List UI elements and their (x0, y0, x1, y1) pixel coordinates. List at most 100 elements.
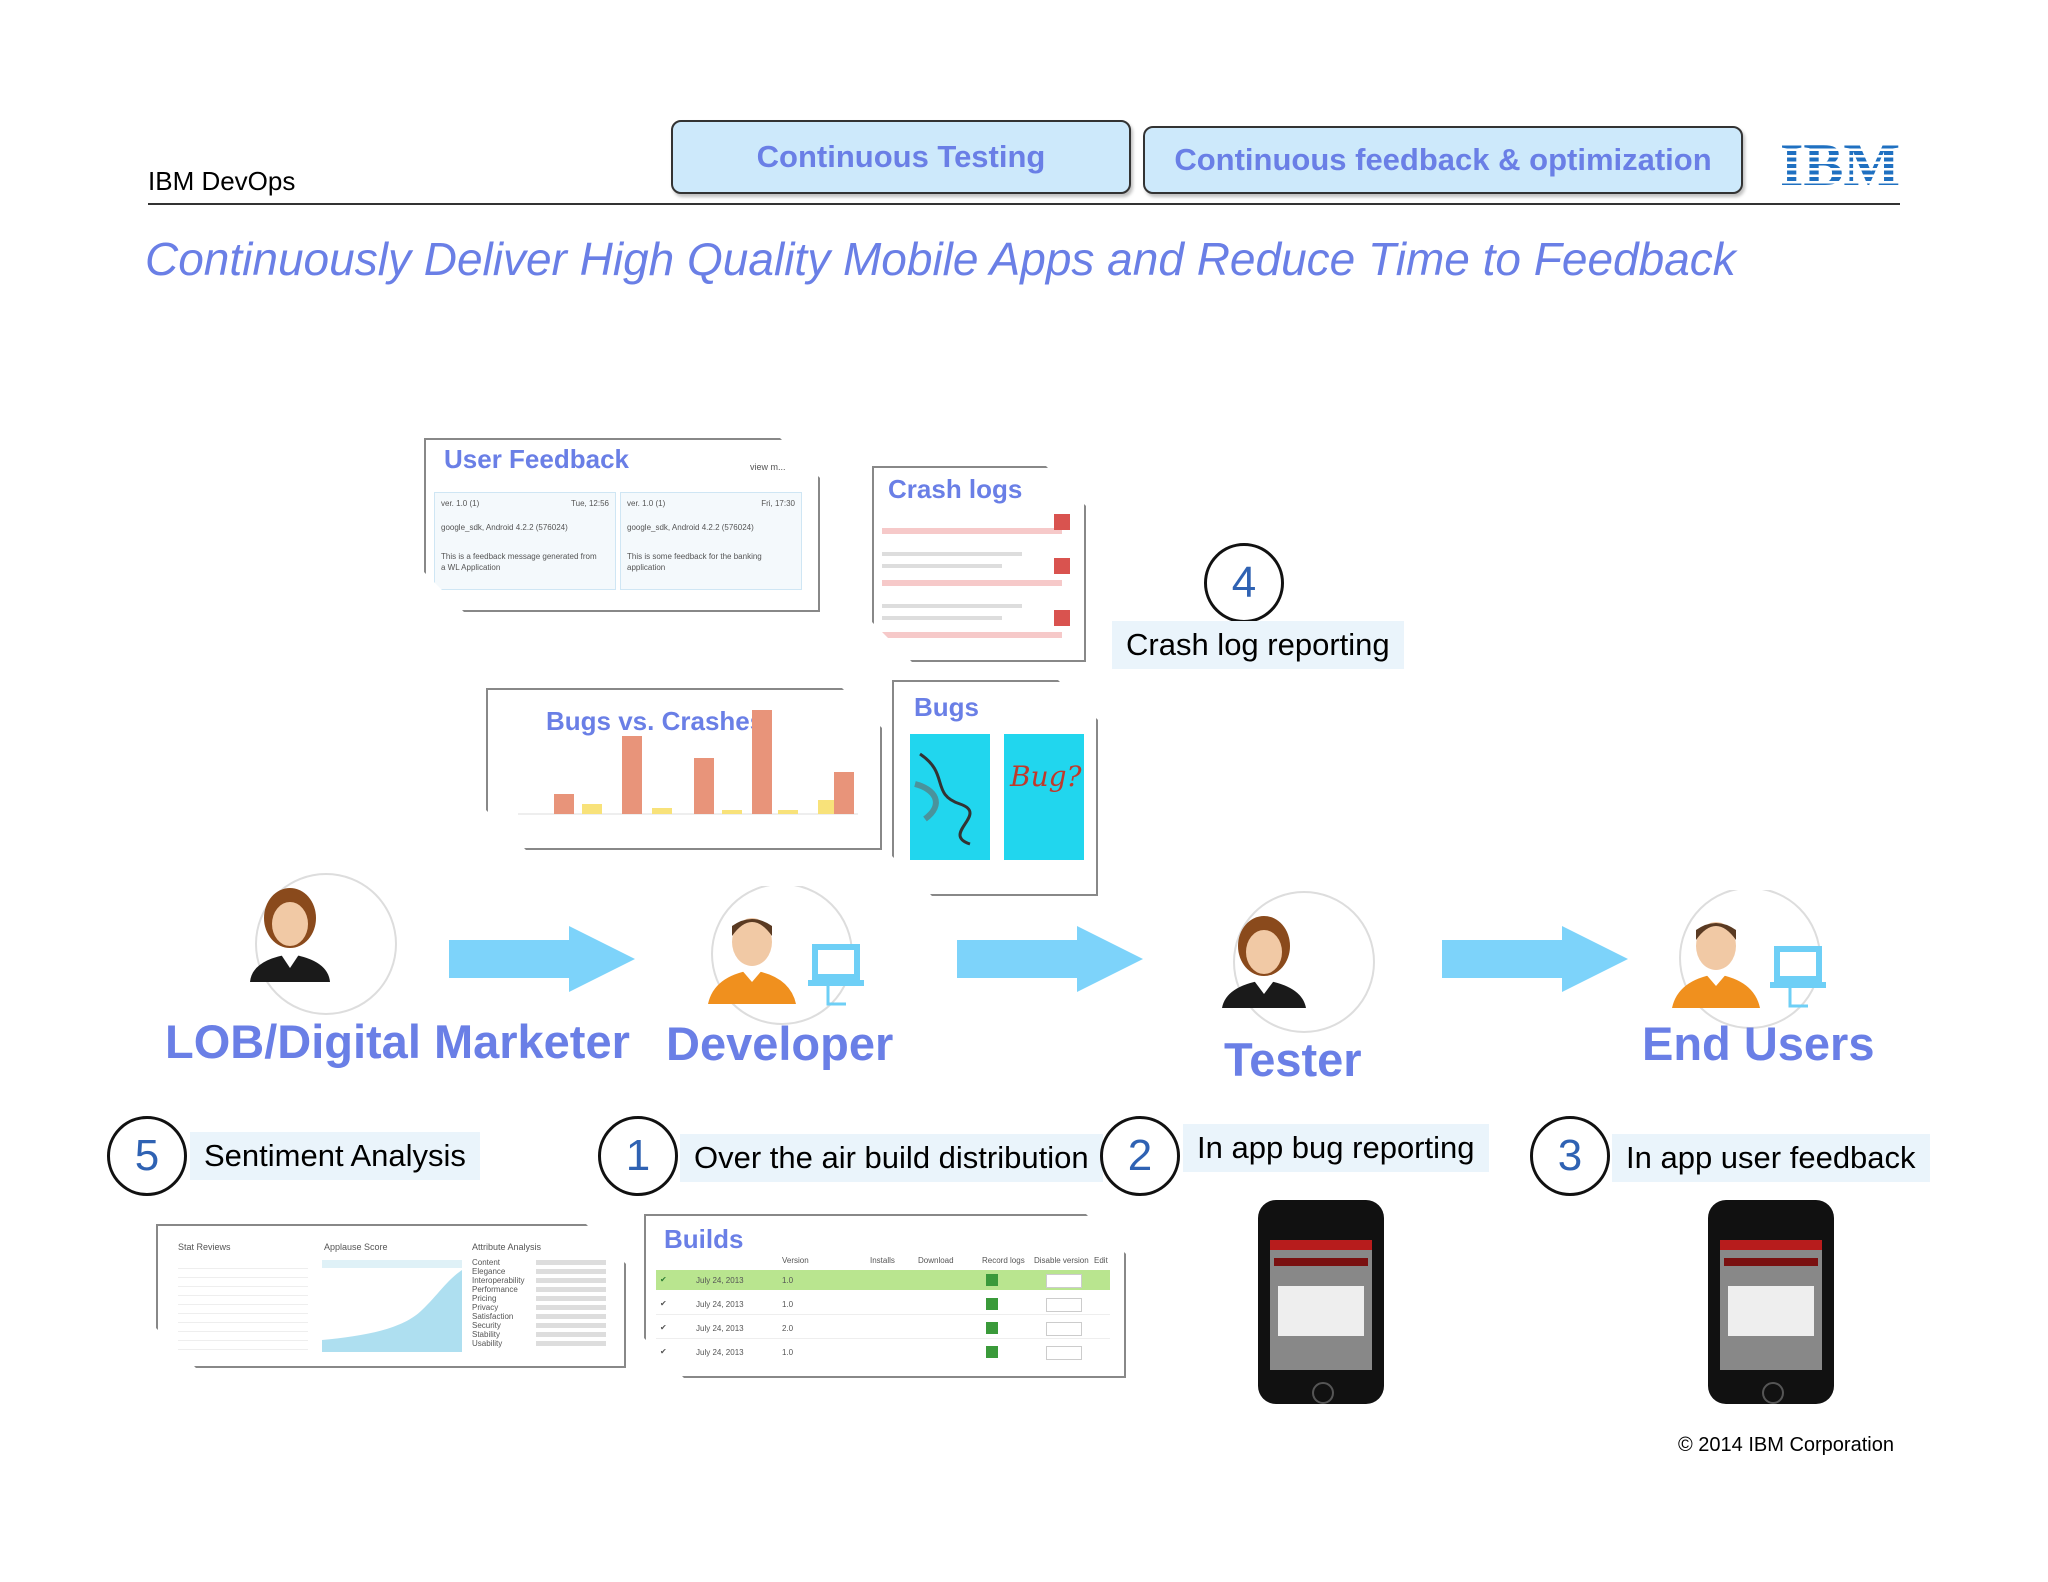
crash-bar (554, 794, 574, 814)
feedback-version: ver. 1.0 (1) (627, 499, 666, 508)
builds-header-record-logs: Record logs (982, 1256, 1025, 1265)
marketer-avatar (250, 873, 397, 1015)
home-button (1312, 1382, 1334, 1404)
phone-app-bar (1270, 1240, 1372, 1250)
step-5-badge: 5 (107, 1116, 187, 1196)
feedback-message: This is some feedback for the banking ap… (627, 552, 762, 572)
feedback-time: Tue, 12:56 (571, 499, 609, 508)
header-rule (148, 203, 1900, 205)
end-user-phone (1708, 1200, 1834, 1404)
step-4-badge: 4 (1204, 543, 1284, 623)
phone-dialog (1278, 1286, 1364, 1336)
attribute-item: Stability (472, 1330, 501, 1339)
table-row[interactable]: ✔ July 24, 2013 2.0 (656, 1318, 1110, 1339)
builds-title: Builds (664, 1224, 744, 1254)
disable-button[interactable] (1046, 1298, 1082, 1312)
bug-screenshot (910, 734, 990, 860)
crash-log-row (882, 564, 1002, 568)
step-4-number: 4 (1231, 558, 1257, 607)
end-users-avatar (1672, 890, 1826, 1029)
feedback-entry: ver. 1.0 (1) Fri, 17:30 google_sdk, Andr… (620, 492, 802, 590)
step-4-label: Crash log reporting (1112, 621, 1404, 669)
attribute-analysis-header: Attribute Analysis (472, 1242, 542, 1252)
attribute-item: Pricing (472, 1294, 497, 1303)
attribute-item: Interoperability (472, 1276, 525, 1285)
record-logs-toggle[interactable] (986, 1274, 998, 1286)
row-version: 1.0 (782, 1348, 794, 1357)
feedback-device: google_sdk, Android 4.2.2 (576024) (627, 523, 754, 532)
step-5-number: 5 (134, 1131, 160, 1180)
tester-label: Tester (1224, 1033, 1362, 1086)
brand-label: IBM DevOps (148, 166, 296, 196)
builds-header-version: Version (782, 1256, 809, 1265)
phone-screen (1720, 1240, 1822, 1370)
bug-bar (722, 810, 742, 814)
table-row[interactable]: ✔ July 24, 2013 1.0 (656, 1270, 1110, 1290)
row-check-icon: ✔ (660, 1347, 667, 1356)
crash-log-icon (1054, 514, 1070, 530)
step-2-number: 2 (1127, 1131, 1153, 1180)
arrow-right-icon (957, 926, 1143, 992)
phone-dialog (1728, 1286, 1814, 1336)
attribute-analysis-list: Content Elegance Interoperability Perfor… (472, 1258, 612, 1354)
home-button (1762, 1382, 1784, 1404)
crash-log-row (882, 604, 1022, 608)
continuous-testing-pill: Continuous Testing (671, 120, 1131, 194)
row-date: July 24, 2013 (696, 1300, 744, 1309)
crash-logs-card: Crash logs (872, 466, 1086, 662)
row-check-icon: ✔ (660, 1275, 667, 1284)
step-3-label: In app user feedback (1612, 1134, 1930, 1182)
record-logs-toggle[interactable] (986, 1346, 998, 1358)
row-check-icon: ✔ (660, 1299, 667, 1308)
row-version: 1.0 (782, 1300, 794, 1309)
attribute-item: Privacy (472, 1303, 499, 1312)
continuous-feedback-label: Continuous feedback & optimization (1174, 142, 1712, 177)
table-row[interactable]: ✔ July 24, 2013 1.0 (656, 1342, 1110, 1362)
end-users-label: End Users (1642, 1017, 1875, 1070)
row-version: 2.0 (782, 1324, 794, 1333)
step-3-badge: 3 (1530, 1116, 1610, 1196)
disable-button[interactable] (1046, 1274, 1082, 1288)
continuous-feedback-pill: Continuous feedback & optimization (1143, 126, 1743, 194)
stat-reviews-table (178, 1260, 308, 1350)
phone-app-header (1724, 1258, 1818, 1266)
marketer-label: LOB/Digital Marketer (165, 1015, 630, 1068)
crash-log-row (882, 580, 1062, 586)
developer-label: Developer (666, 1017, 894, 1070)
ibm-logo-text: IBM (1780, 138, 1900, 190)
crash-bar (622, 736, 642, 814)
feedback-version: ver. 1.0 (1) (441, 499, 480, 508)
applause-score-header: Applause Score (324, 1242, 388, 1252)
view-more-link[interactable]: view m... (750, 462, 786, 472)
attribute-item: Security (472, 1321, 501, 1330)
bugs-vs-crashes-title: Bugs vs. Crashes (546, 706, 765, 736)
attribute-item: Content (472, 1258, 501, 1267)
crash-log-icon (1054, 558, 1070, 574)
feedback-device: google_sdk, Android 4.2.2 (576024) (441, 523, 568, 532)
step-5-label: Sentiment Analysis (190, 1132, 480, 1180)
builds-header-edit: Edit (1094, 1256, 1108, 1265)
phone-app-header (1274, 1258, 1368, 1266)
disable-button[interactable] (1046, 1346, 1082, 1360)
feedback-entry: ver. 1.0 (1) Tue, 12:56 google_sdk, Andr… (434, 492, 616, 590)
stat-reviews-header: Stat Reviews (178, 1242, 231, 1252)
feedback-message: This is a feedback message generated fro… (441, 552, 597, 572)
step-1-number: 1 (625, 1131, 651, 1180)
record-logs-toggle[interactable] (986, 1322, 998, 1334)
disable-button[interactable] (1046, 1322, 1082, 1336)
record-logs-toggle[interactable] (986, 1298, 998, 1310)
crash-log-icon (1054, 610, 1070, 626)
crash-bar (694, 758, 714, 814)
builds-header-disable: Disable version (1034, 1256, 1089, 1265)
tester-avatar (1222, 891, 1375, 1033)
table-row[interactable]: ✔ July 24, 2013 1.0 (656, 1294, 1110, 1315)
tester-phone (1258, 1200, 1384, 1404)
crash-bar (834, 772, 854, 814)
crash-log-row (882, 552, 1022, 556)
row-check-icon: ✔ (660, 1323, 667, 1332)
step-2-label: In app bug reporting (1183, 1124, 1489, 1172)
developer-avatar (708, 886, 864, 1025)
row-version: 1.0 (782, 1276, 794, 1285)
bug-bar (818, 800, 838, 814)
bug-bar (652, 808, 672, 814)
